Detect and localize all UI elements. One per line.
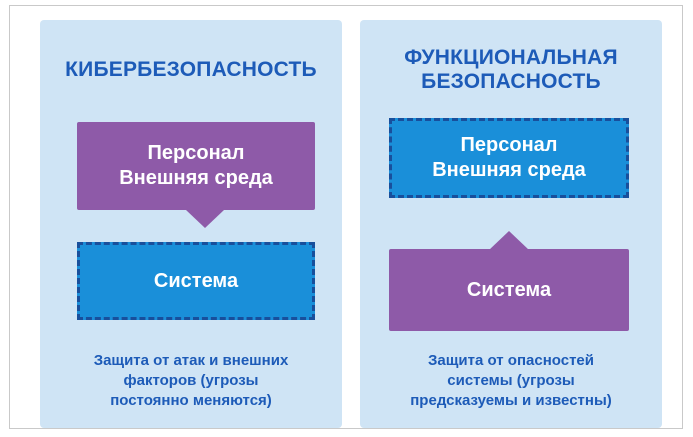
environment-label: Внешняя среда xyxy=(119,167,273,189)
description-line: предсказуемы и известны) xyxy=(410,392,612,409)
system-box: Система xyxy=(77,242,315,320)
cybersecurity-title: КИБЕРБЕЗОПАСНОСТЬ xyxy=(65,58,317,81)
title-line: БЕЗОПАСНОСТЬ xyxy=(421,70,601,93)
cybersecurity-description: Защита от атак и внешних факторов (угроз… xyxy=(40,351,342,411)
personnel-label: Персонал xyxy=(460,134,558,156)
environment-label: Внешняя среда xyxy=(432,159,586,181)
system-label: Система xyxy=(466,279,552,301)
system-box: Система xyxy=(389,249,629,331)
personnel-label: Персонал xyxy=(147,142,245,164)
functional-safety-panel: ФУНКЦИОНАЛЬНАЯ БЕЗОПАСНОСТЬ Персонал Вне… xyxy=(360,20,662,428)
description-line: системы (угрозы xyxy=(447,372,575,389)
arrow-up-icon xyxy=(489,231,529,250)
system-label: Система xyxy=(153,270,239,292)
functional-safety-title: ФУНКЦИОНАЛЬНАЯ БЕЗОПАСНОСТЬ xyxy=(360,46,662,94)
description-line: Защита от опасностей xyxy=(428,352,594,369)
description-line: Защита от атак и внешних xyxy=(93,352,289,369)
cybersecurity-panel: КИБЕРБЕЗОПАСНОСТЬ Персонал Внешняя среда… xyxy=(40,20,342,428)
description-line: постоянно меняются) xyxy=(110,392,272,409)
personnel-environment-box: Персонал Внешняя среда xyxy=(389,118,629,198)
description-line: факторов (угрозы xyxy=(123,372,259,389)
arrow-down-icon xyxy=(186,210,224,228)
diagram-frame: КИБЕРБЕЗОПАСНОСТЬ Персонал Внешняя среда… xyxy=(9,5,683,429)
personnel-environment-box: Персонал Внешняя среда xyxy=(77,122,315,210)
title-line: ФУНКЦИОНАЛЬНАЯ xyxy=(404,46,618,69)
functional-safety-description: Защита от опасностей системы (угрозы пре… xyxy=(360,351,662,411)
